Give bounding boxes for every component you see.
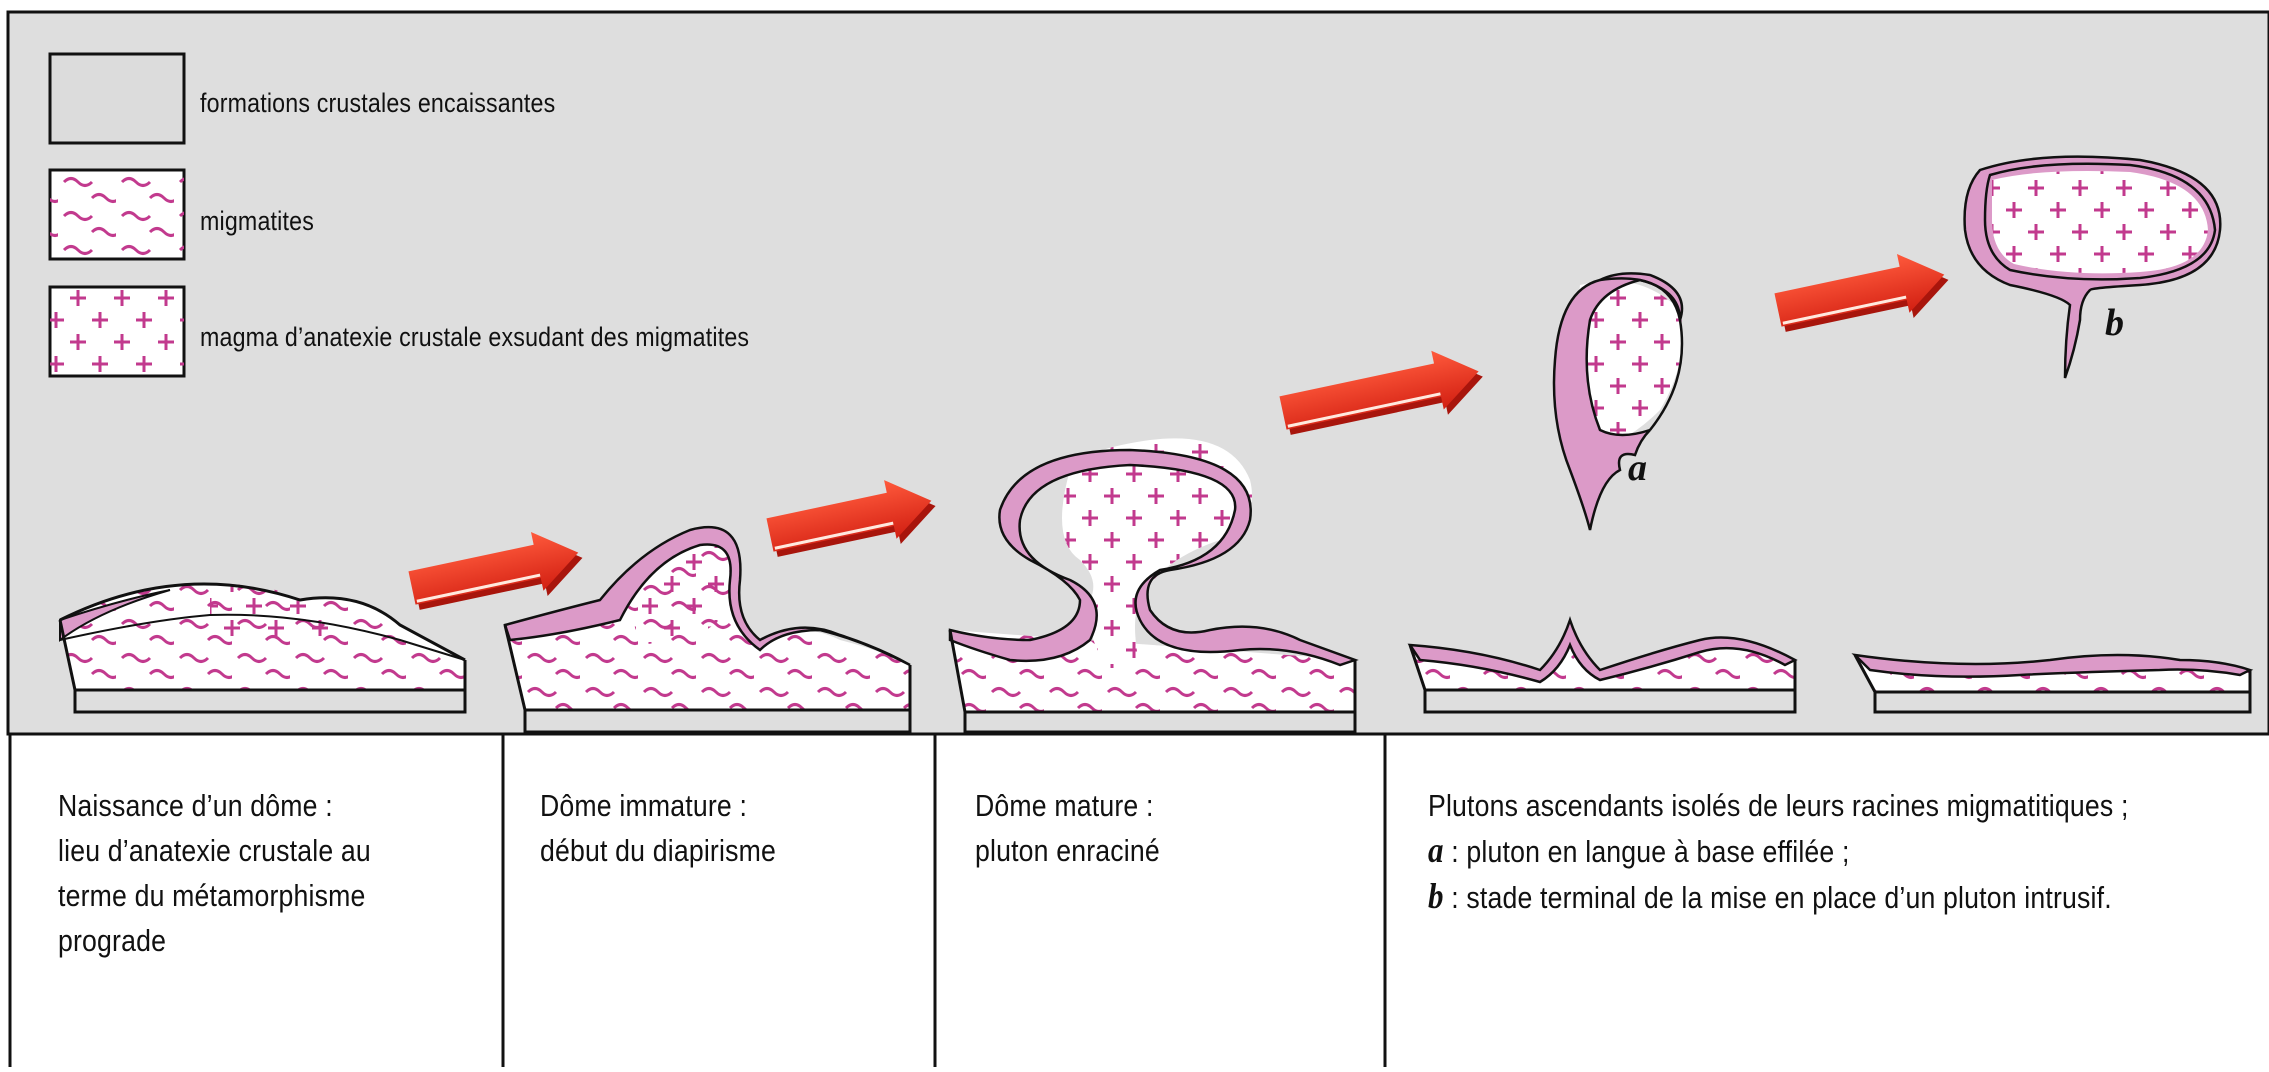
legend-swatch-crust: [50, 54, 184, 143]
caption-tag-a: a: [1428, 830, 1444, 870]
caption-line: lieu d’anatexie crustale au: [58, 828, 371, 873]
legend-label-magma: magma d’anatexie crustale exsudant des m…: [200, 322, 749, 353]
caption-line: Dôme mature :: [975, 783, 1160, 828]
caption-line: Naissance d’un dôme :: [58, 783, 371, 828]
legend-label-migmatites: migmatites: [200, 206, 314, 237]
caption-text: : stade terminal de la mise en place d’u…: [1444, 880, 2112, 915]
caption-line: terme du métamorphisme: [58, 873, 371, 918]
label-b: b: [2105, 302, 2124, 344]
caption-line: a : pluton en langue à base effilée ;: [1428, 828, 2129, 874]
caption-line: début du diapirisme: [540, 828, 776, 873]
legend-label-crust: formations crustales encaissantes: [200, 88, 555, 119]
caption-text: Plutons ascendants isolés de leurs racin…: [1428, 788, 2129, 823]
caption-tag-b: b: [1428, 876, 1444, 916]
caption-line: pluton enraciné: [975, 828, 1160, 873]
caption-stage-1: Naissance d’un dôme : lieu d’anatexie cr…: [58, 783, 422, 963]
caption-text: : pluton en langue à base effilée ;: [1444, 834, 1850, 869]
label-a: a: [1628, 447, 1647, 489]
caption-line: b : stade terminal de la mise en place d…: [1428, 874, 2129, 920]
caption-line: Plutons ascendants isolés de leurs racin…: [1428, 783, 2129, 828]
caption-stage-3: Dôme mature : pluton enraciné: [975, 783, 1190, 873]
caption-line: Dôme immature :: [540, 783, 776, 828]
legend-swatches: [50, 54, 184, 376]
caption-line: prograde: [58, 918, 371, 963]
caption-stage-4: Plutons ascendants isolés de leurs racin…: [1428, 783, 2243, 920]
caption-stage-2: Dôme immature : début du diapirisme: [540, 783, 814, 873]
